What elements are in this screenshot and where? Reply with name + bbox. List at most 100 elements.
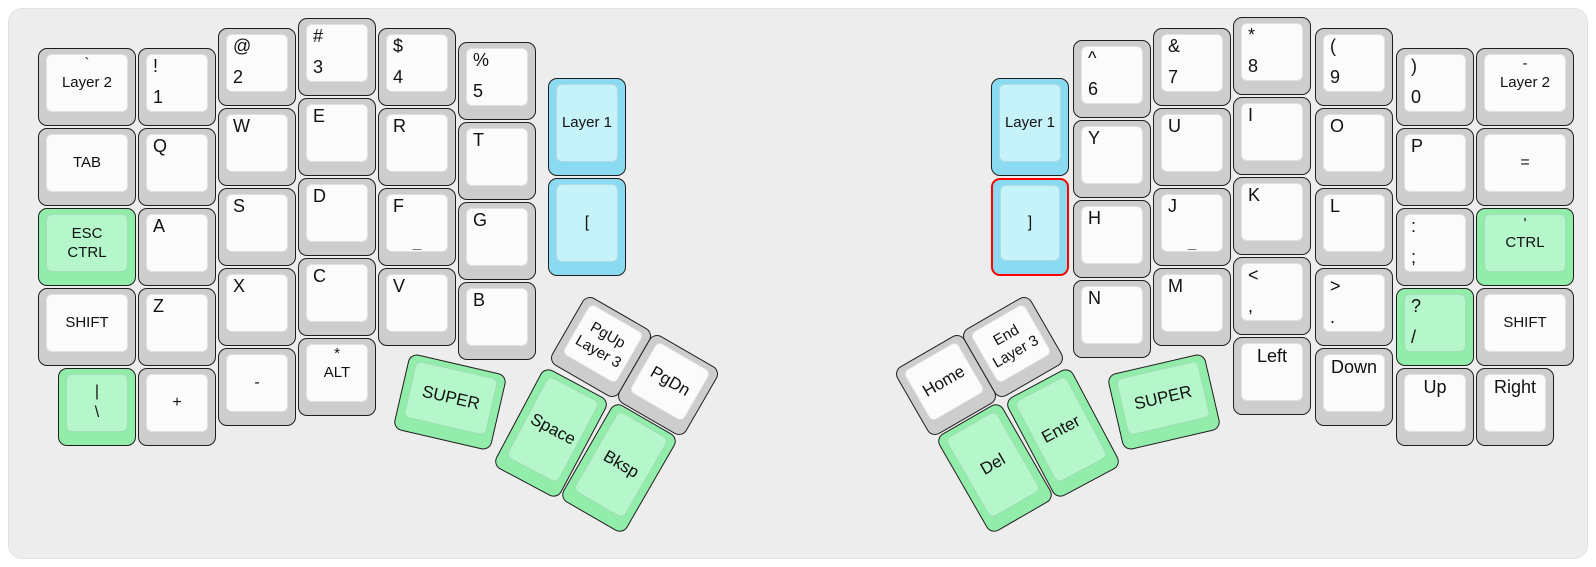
- key-arrow-up[interactable]: Up: [1396, 368, 1474, 446]
- key-9[interactable]: (9: [1315, 28, 1393, 106]
- key-l[interactable]: L: [1315, 188, 1393, 266]
- key-c[interactable]: C: [298, 258, 376, 336]
- key-top: SHIFT: [1484, 294, 1566, 352]
- key-plus[interactable]: +: [138, 368, 216, 446]
- key-legend-label: [: [557, 185, 617, 261]
- key-top: [: [556, 184, 618, 262]
- key-r[interactable]: R: [378, 108, 456, 186]
- key-legend-line: Layer 2: [1499, 74, 1551, 92]
- key-top: !1: [146, 54, 208, 112]
- key-legend-label: SUPER: [405, 362, 497, 435]
- key-legend-secondary: .: [1330, 307, 1336, 328]
- key-top: O: [1323, 114, 1385, 172]
- key-j[interactable]: J_: [1153, 188, 1231, 266]
- key-w[interactable]: W: [218, 108, 296, 186]
- key-legend-primary: %: [473, 50, 490, 70]
- key-layer1-left[interactable]: Layer 1: [548, 78, 626, 176]
- key-pipe-backslash[interactable]: |\: [58, 368, 136, 446]
- key-comma[interactable]: <,: [1233, 257, 1311, 335]
- key-arrow-left[interactable]: Left: [1233, 337, 1311, 415]
- key-alt[interactable]: *ALT: [298, 338, 376, 416]
- key-legend-secondary: 9: [1330, 67, 1341, 88]
- key-z[interactable]: Z: [138, 288, 216, 366]
- key-tab[interactable]: TAB: [38, 128, 136, 206]
- key-8[interactable]: *8: [1233, 17, 1311, 95]
- key-v[interactable]: V: [378, 268, 456, 346]
- key-d[interactable]: D: [298, 178, 376, 256]
- key-legend-primary: *: [1248, 25, 1256, 45]
- key-6[interactable]: ^6: [1073, 40, 1151, 118]
- key-left-bracket[interactable]: [: [548, 178, 626, 276]
- key-legend-primary: !: [153, 56, 159, 76]
- key-legend-line: CTRL: [1505, 234, 1545, 252]
- key-legend-label: Layer 1: [1000, 85, 1060, 161]
- key-top: F_: [386, 194, 448, 252]
- key-legend-label: CTRL: [1485, 215, 1565, 271]
- key-layer1-right[interactable]: Layer 1: [991, 78, 1069, 176]
- key-f[interactable]: F_: [378, 188, 456, 266]
- key-legend-label: Right: [1493, 377, 1537, 397]
- key-legend-line: SUPER: [420, 381, 482, 414]
- key-minus-layer2[interactable]: - Layer 2: [1476, 48, 1574, 126]
- key-top: H: [1081, 206, 1143, 264]
- key-legend-shift: -: [1522, 55, 1528, 72]
- key-1[interactable]: !1: [138, 48, 216, 126]
- key-2[interactable]: @2: [218, 28, 296, 106]
- key-a[interactable]: A: [138, 208, 216, 286]
- key-s[interactable]: S: [218, 188, 296, 266]
- key-m[interactable]: M: [1153, 268, 1231, 346]
- key-shift-left[interactable]: SHIFT: [38, 288, 136, 366]
- key-0[interactable]: )0: [1396, 48, 1474, 126]
- key-t[interactable]: T: [458, 122, 536, 200]
- key-legend-line: CTRL: [67, 244, 107, 261]
- key-5[interactable]: %5: [458, 42, 536, 120]
- key-legend-primary: Q: [153, 136, 168, 156]
- key-shift-right[interactable]: SHIFT: [1476, 288, 1574, 366]
- key-legend-primary: S: [233, 196, 246, 216]
- key-e[interactable]: E: [298, 98, 376, 176]
- key-top: V: [386, 274, 448, 332]
- key-top: ^6: [1081, 46, 1143, 104]
- key-right-bracket[interactable]: ]: [991, 178, 1069, 276]
- key-legend-line: Home: [919, 361, 969, 401]
- key-legend-line: ]: [1027, 213, 1033, 231]
- key-q[interactable]: Q: [138, 128, 216, 206]
- key-arrow-down[interactable]: Down: [1315, 348, 1393, 426]
- key-x[interactable]: X: [218, 268, 296, 346]
- key-top: D: [306, 184, 368, 242]
- key-legend-line: +: [172, 393, 182, 411]
- key-equals[interactable]: =: [1476, 128, 1574, 206]
- key-3[interactable]: #3: [298, 18, 376, 96]
- key-b[interactable]: B: [458, 282, 536, 360]
- key-quote-ctrl[interactable]: 'CTRL: [1476, 208, 1574, 286]
- key-g[interactable]: G: [458, 202, 536, 280]
- key-legend-line: Layer 1: [1004, 114, 1056, 132]
- key-7[interactable]: &7: [1153, 28, 1231, 106]
- key-top: Down: [1323, 354, 1385, 412]
- key-legend-label: ]: [1001, 186, 1059, 260]
- key-h[interactable]: H: [1073, 200, 1151, 278]
- key-k[interactable]: K: [1233, 177, 1311, 255]
- key-4[interactable]: $4: [378, 28, 456, 106]
- key-legend-primary: N: [1088, 288, 1101, 308]
- key-period[interactable]: >.: [1315, 268, 1393, 346]
- key-n[interactable]: N: [1073, 280, 1151, 358]
- key-legend-label: Down: [1330, 357, 1378, 377]
- key-slash[interactable]: ?/: [1396, 288, 1474, 366]
- key-layer2-left[interactable]: `Layer 2: [38, 48, 136, 126]
- key-top: :;: [1404, 214, 1466, 272]
- key-semicolon[interactable]: :;: [1396, 208, 1474, 286]
- key-minus-left[interactable]: -: [218, 348, 296, 426]
- key-legend-label: Layer 2: [47, 55, 127, 111]
- key-y[interactable]: Y: [1073, 120, 1151, 198]
- key-o[interactable]: O: [1315, 108, 1393, 186]
- key-legend-primary: ?: [1411, 296, 1422, 316]
- key-legend-primary: >: [1330, 276, 1341, 296]
- key-legend-primary: Z: [153, 296, 164, 316]
- key-p[interactable]: P: [1396, 128, 1474, 206]
- key-i[interactable]: I: [1233, 97, 1311, 175]
- key-arrow-right[interactable]: Right: [1476, 368, 1554, 446]
- key-u[interactable]: U: [1153, 108, 1231, 186]
- key-legend-line: Layer 1: [561, 114, 613, 132]
